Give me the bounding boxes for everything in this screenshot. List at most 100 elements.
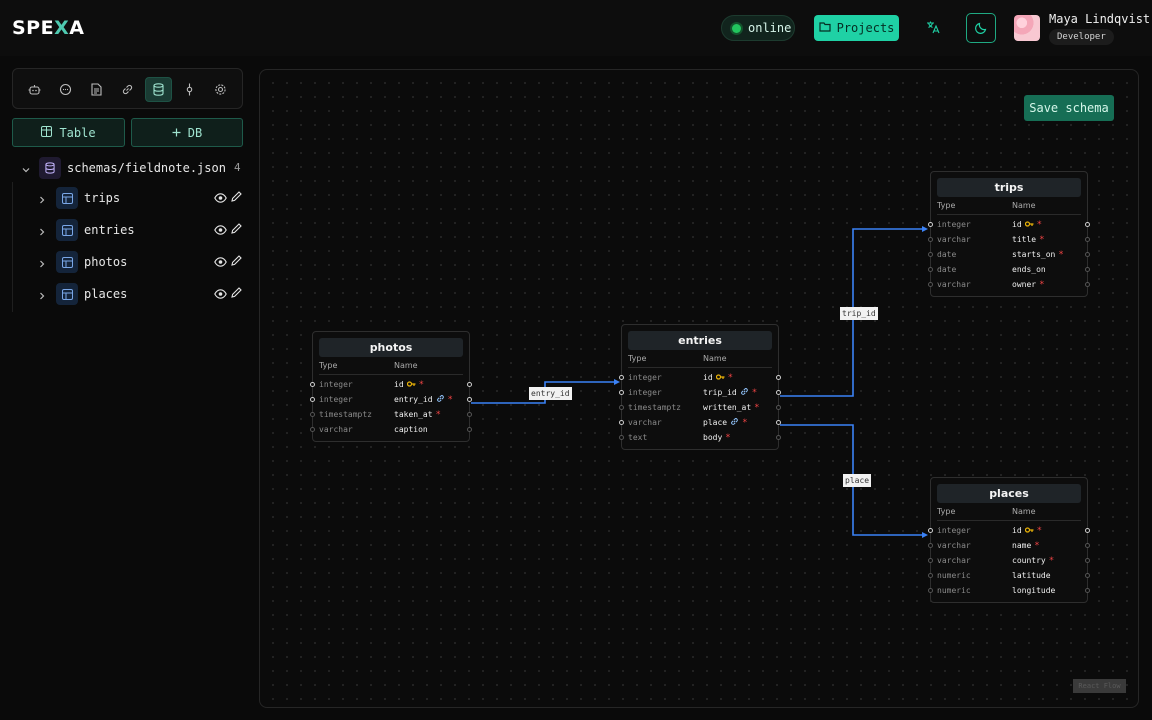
connection-handle[interactable] [467, 427, 472, 432]
connection-handle[interactable] [1085, 558, 1090, 563]
connection-handle[interactable] [1085, 282, 1090, 287]
connection-handle[interactable] [1085, 588, 1090, 593]
chevron-down-icon[interactable] [22, 163, 30, 177]
connection-handle[interactable] [1085, 222, 1090, 227]
entity-title[interactable]: trips [937, 178, 1081, 197]
document-icon[interactable] [83, 77, 110, 102]
connection-handle[interactable] [619, 435, 624, 440]
connection-handle[interactable] [1085, 528, 1090, 533]
add-table-button[interactable]: Table [12, 118, 125, 147]
connection-handle[interactable] [310, 412, 315, 417]
connection-handle[interactable] [928, 588, 933, 593]
connection-handle[interactable] [1085, 543, 1090, 548]
connection-handle[interactable] [776, 420, 781, 425]
sidebar-item-trips[interactable]: trips [12, 186, 244, 210]
eye-icon[interactable] [214, 224, 227, 238]
chevron-right-icon[interactable] [38, 193, 46, 207]
connection-handle[interactable] [310, 397, 315, 402]
chevron-right-icon[interactable] [38, 225, 46, 239]
connection-handle[interactable] [776, 375, 781, 380]
connection-handle[interactable] [1085, 252, 1090, 257]
sidebar-item-entries[interactable]: entries [12, 218, 244, 242]
react-flow-attribution[interactable]: React Flow [1073, 679, 1126, 693]
connection-handle[interactable] [310, 382, 315, 387]
connection-handle[interactable] [928, 237, 933, 242]
chevron-right-icon[interactable] [38, 257, 46, 271]
bot-icon[interactable] [21, 77, 48, 102]
connection-handle[interactable] [928, 573, 933, 578]
connection-handle[interactable] [776, 435, 781, 440]
connection-handle[interactable] [928, 558, 933, 563]
connection-handle[interactable] [1085, 237, 1090, 242]
gear-icon[interactable] [207, 77, 234, 102]
connection-handle[interactable] [776, 405, 781, 410]
entity-title[interactable]: places [937, 484, 1081, 503]
app-logo[interactable]: SPEXA [12, 17, 85, 39]
connection-handle[interactable] [928, 528, 933, 533]
schema-canvas[interactable]: entry_id trip_id place Save schema photo… [259, 69, 1139, 708]
connection-handle[interactable] [467, 397, 472, 402]
pencil-icon[interactable] [231, 287, 242, 301]
eye-icon[interactable] [214, 192, 227, 206]
translate-button[interactable] [918, 14, 948, 42]
connection-handle[interactable] [467, 382, 472, 387]
connection-handle[interactable] [310, 427, 315, 432]
connection-handle[interactable] [467, 412, 472, 417]
connection-handle[interactable] [776, 390, 781, 395]
schema-file-node[interactable]: schemas/fieldnote.json 4 [12, 156, 244, 180]
database-icon[interactable] [145, 77, 172, 102]
chat-icon[interactable] [52, 77, 79, 102]
connection-handle[interactable] [619, 420, 624, 425]
eye-icon[interactable] [214, 256, 227, 270]
sidebar-item-photos[interactable]: photos [12, 250, 244, 274]
avatar[interactable] [1014, 15, 1040, 41]
connection-handle[interactable] [1085, 267, 1090, 272]
connection-handle[interactable] [619, 390, 624, 395]
connection-handle[interactable] [619, 405, 624, 410]
projects-button[interactable]: Projects [814, 15, 899, 41]
eye-icon[interactable] [214, 288, 227, 302]
save-schema-button[interactable]: Save schema [1024, 95, 1114, 121]
connection-handle[interactable] [928, 282, 933, 287]
connection-handle[interactable] [928, 543, 933, 548]
edge-label-trip-id[interactable]: trip_id [840, 307, 878, 320]
pencil-icon[interactable] [231, 255, 242, 269]
link-icon[interactable] [114, 77, 141, 102]
pencil-icon[interactable] [231, 223, 242, 237]
connection-handle[interactable] [928, 267, 933, 272]
connection-handle[interactable] [928, 252, 933, 257]
edge-label-place[interactable]: place [843, 474, 872, 487]
connection-handle[interactable] [1085, 573, 1090, 578]
chevron-right-icon[interactable] [38, 289, 46, 303]
connection-handle[interactable] [928, 222, 933, 227]
connection-handle[interactable] [619, 375, 624, 380]
entity-title[interactable]: photos [319, 338, 463, 357]
theme-toggle-button[interactable] [966, 13, 996, 43]
commit-icon[interactable] [176, 77, 203, 102]
pencil-icon[interactable] [231, 191, 242, 205]
add-database-button[interactable]: DB [131, 118, 243, 147]
entity-title[interactable]: entries [628, 331, 772, 350]
sidebar-item-places[interactable]: places [12, 282, 244, 306]
